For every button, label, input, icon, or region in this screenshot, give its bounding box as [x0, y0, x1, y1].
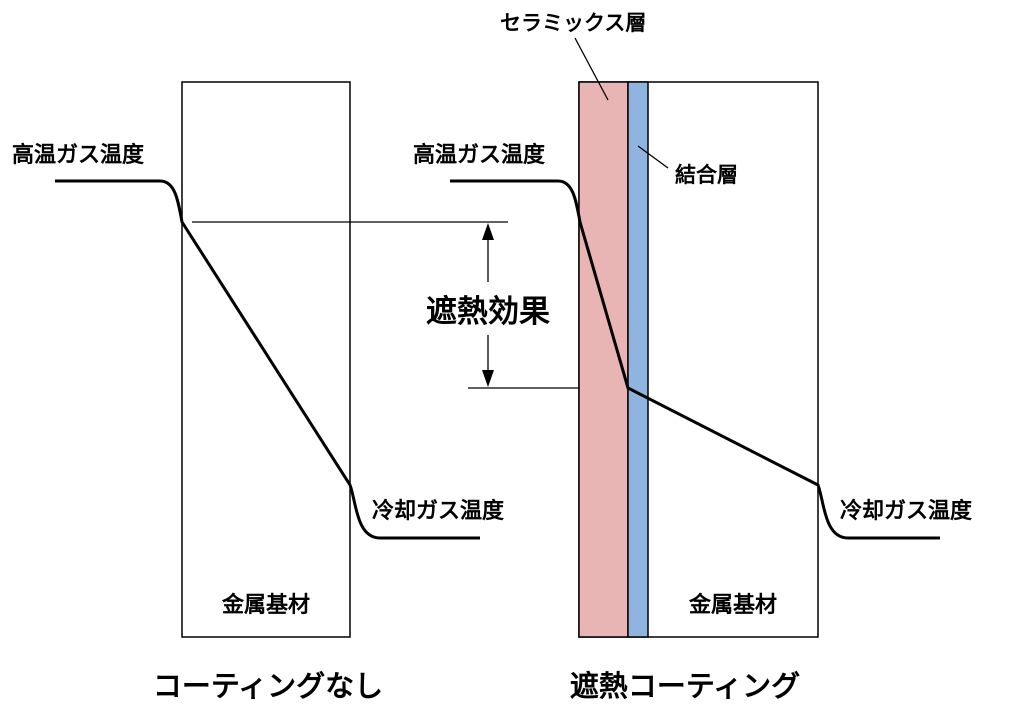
- left-temperature-profile: [55, 179, 480, 540]
- effect-arrow-down-head: [482, 370, 494, 387]
- left-caption: コーティングなし: [153, 669, 383, 703]
- right-cold-gas-label: 冷却ガス温度: [840, 498, 973, 524]
- bond-layer: [627, 81, 649, 638]
- right-caption: 遮熱コーティング: [570, 669, 800, 703]
- heat-shield-effect-label: 遮熱効果: [426, 294, 550, 330]
- effect-arrow-up-head: [482, 223, 494, 240]
- bond-layer-leader-line: [637, 145, 669, 169]
- right-hot-gas-label: 高温ガス温度: [413, 142, 546, 168]
- right-substrate-label: 金属基材: [688, 592, 777, 618]
- bond-layer-label: 結合層: [675, 163, 738, 187]
- left-cold-gas-label: 冷却ガス温度: [372, 498, 505, 524]
- left-metal-substrate: [181, 81, 351, 638]
- left-substrate-label: 金属基材: [221, 592, 310, 618]
- left-hot-gas-label: 高温ガス温度: [12, 142, 145, 168]
- ceramic-layer-leader-line: [574, 37, 609, 101]
- right-temperature-profile: [450, 179, 940, 540]
- ceramic-layer-label: セラミックス層: [500, 11, 646, 35]
